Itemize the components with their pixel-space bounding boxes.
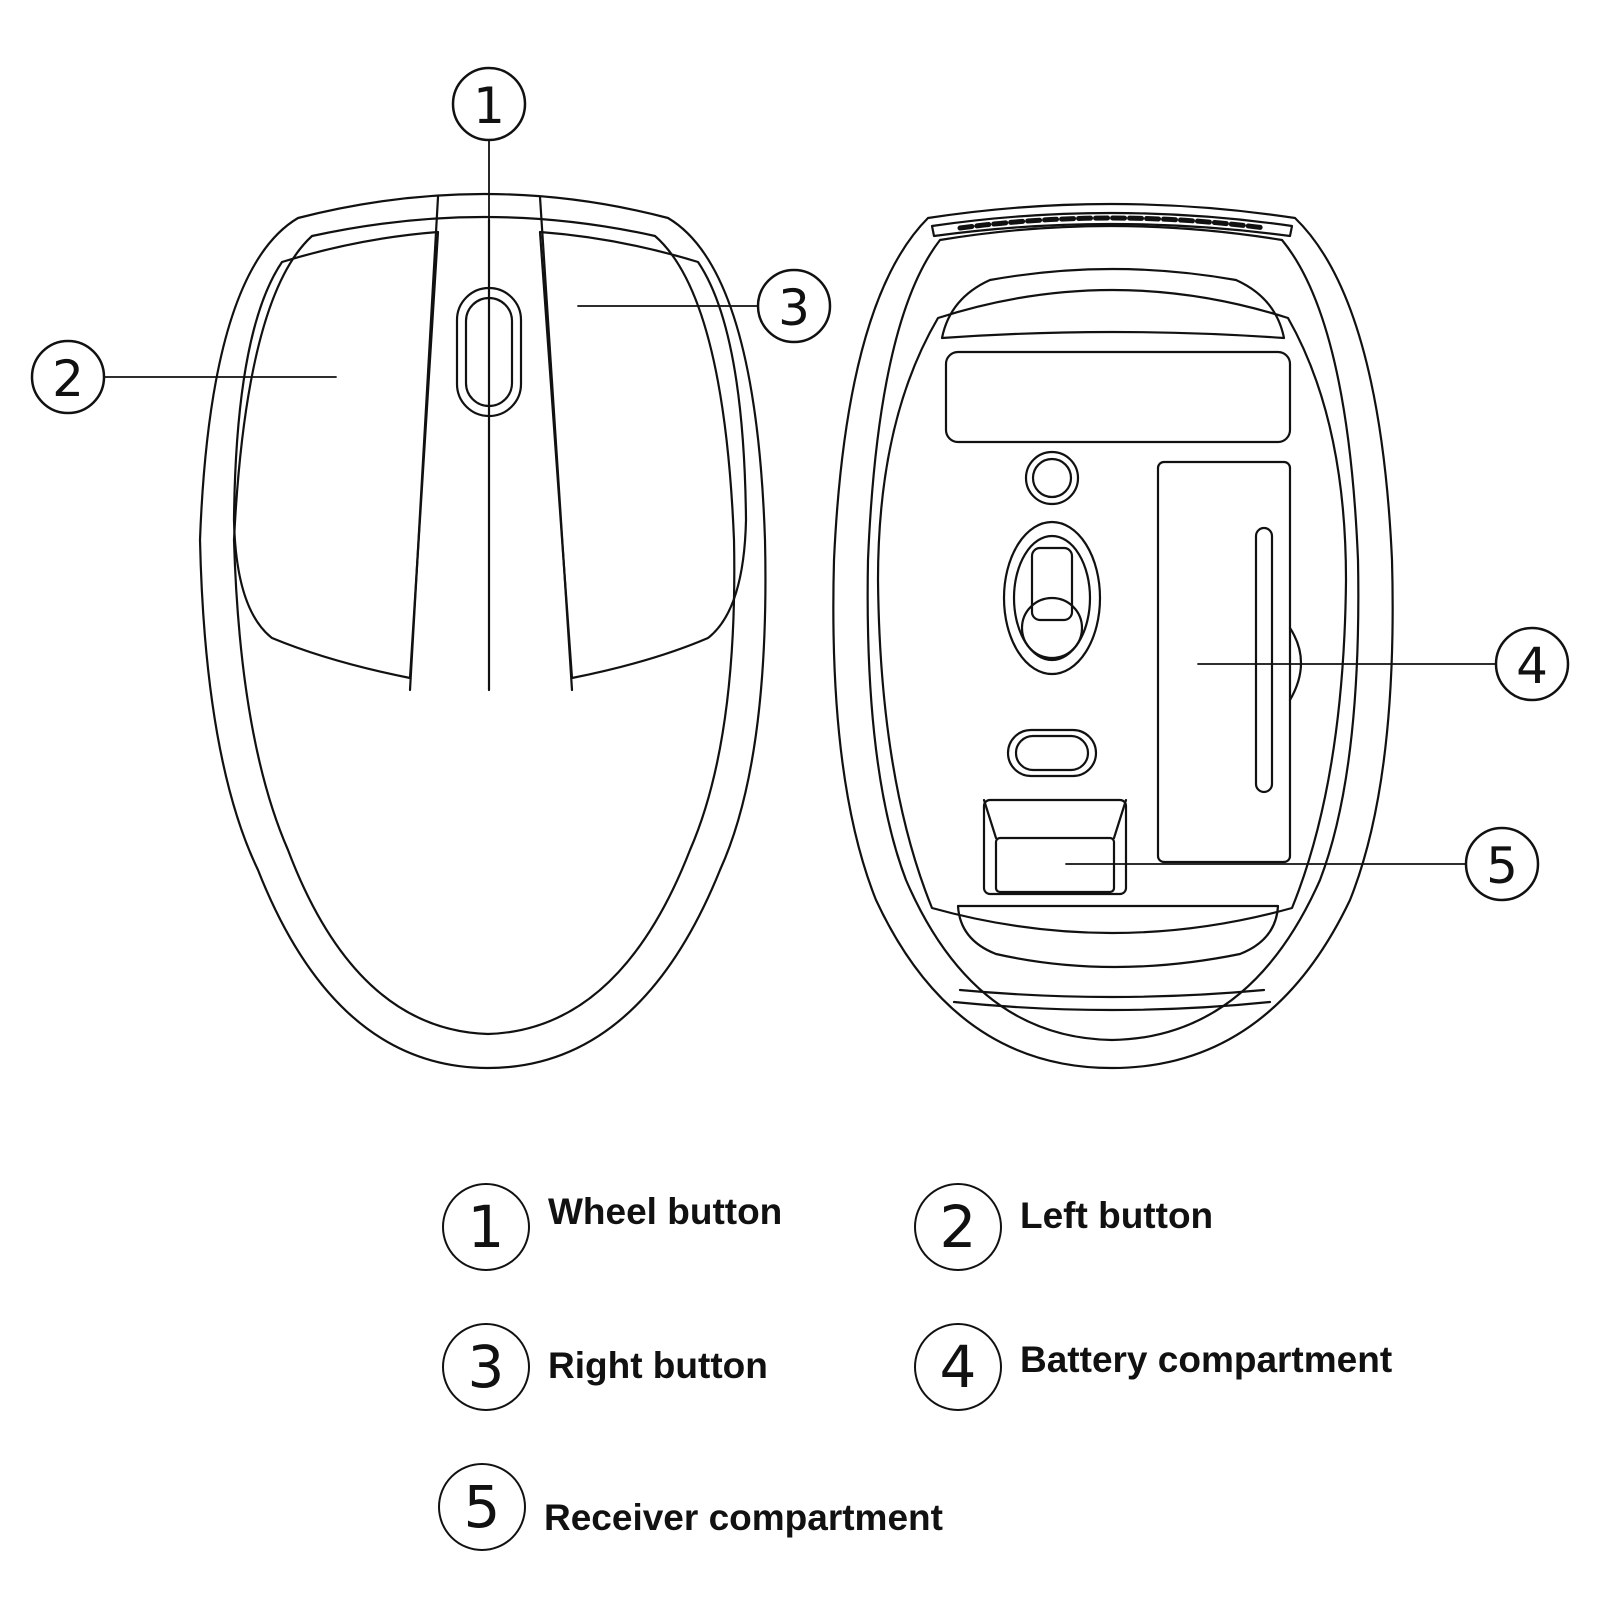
callout-number-4: 4	[1516, 637, 1548, 695]
mouse-bottom-outer-body	[832, 202, 1394, 1070]
optical-sensor-window	[1030, 546, 1074, 622]
bottom-lip-line-2	[952, 1000, 1272, 1012]
right-button[interactable]	[538, 230, 748, 680]
mouse-top-view	[198, 192, 767, 1070]
legend-number-4: 4	[914, 1323, 1002, 1411]
callout-circle-1	[451, 66, 527, 142]
mouse-bottom-view	[832, 202, 1394, 1070]
legend-number-2: 2	[914, 1183, 1002, 1271]
legend-item-wheel-button: 1 Wheel button	[442, 1183, 782, 1279]
optical-sensor-lens	[1020, 596, 1084, 660]
receiver-compartment[interactable]	[982, 798, 1128, 896]
legend-label-right-button: Right button	[548, 1345, 768, 1386]
mouse-top-inner-rim	[232, 215, 736, 1036]
mouse-bottom-inner-rim	[866, 224, 1360, 1042]
label-area	[944, 350, 1292, 444]
receiver-compartment-inner	[994, 836, 1116, 894]
bottom-skate-pad	[956, 904, 1280, 969]
legend-number-3: 3	[442, 1323, 530, 1411]
callout-number-2: 2	[52, 350, 84, 408]
legend-item-receiver-compartment: 5 Receiver compartment	[438, 1463, 943, 1559]
legend-label-battery-compartment: Battery compartment	[1020, 1339, 1393, 1380]
callout-circle-3	[756, 268, 832, 344]
callout-number-1: 1	[473, 77, 505, 135]
mouse-diagram: 1 2 3 4 5	[30, 66, 1570, 1070]
bottom-base-panel	[876, 288, 1348, 935]
callout-leaders	[103, 139, 1497, 865]
optical-sensor-ring	[1012, 534, 1092, 662]
optical-sensor-housing	[1002, 520, 1102, 676]
power-button-inner	[1031, 457, 1073, 499]
button-divider-right	[538, 195, 574, 692]
callout-circle-5	[1464, 826, 1540, 902]
callout-numbers: 1 2 3 4 5	[52, 77, 1548, 895]
battery-compartment[interactable]	[1156, 460, 1292, 864]
legend-item-left-button: 2 Left button	[914, 1183, 1213, 1279]
power-button[interactable]	[1024, 450, 1080, 506]
legend-label-left-button: Left button	[1020, 1195, 1214, 1236]
legend-number-1: 1	[442, 1183, 530, 1271]
callout-circle-4	[1494, 626, 1570, 702]
dpi-button-inner	[1014, 734, 1090, 772]
left-button[interactable]	[232, 230, 440, 680]
callout-number-3: 3	[778, 279, 810, 337]
callout-number-5: 5	[1486, 837, 1518, 895]
top-skate-pad	[940, 267, 1286, 340]
grip-texture-band	[930, 211, 1294, 238]
grip-texture-dashes	[957, 215, 1268, 231]
bottom-lip-line	[958, 988, 1266, 999]
legend-number-5: 5	[438, 1463, 526, 1551]
battery-latch	[1288, 626, 1302, 702]
dpi-button[interactable]	[1006, 728, 1098, 778]
callout-circle-2	[30, 339, 106, 415]
button-divider-left	[408, 195, 440, 692]
callouts	[30, 66, 1570, 902]
legend-label-receiver-compartment: Receiver compartment	[544, 1497, 943, 1538]
battery-compartment-slot	[1254, 526, 1274, 794]
legend-item-battery-compartment: 4 Battery compartment	[914, 1323, 1392, 1419]
mouse-top-outer-body	[198, 192, 767, 1070]
receiver-compartment-bevel	[982, 798, 1128, 840]
legend-label-wheel-button: Wheel button	[548, 1191, 783, 1232]
legend-item-right-button: 3 Right button	[442, 1323, 768, 1419]
